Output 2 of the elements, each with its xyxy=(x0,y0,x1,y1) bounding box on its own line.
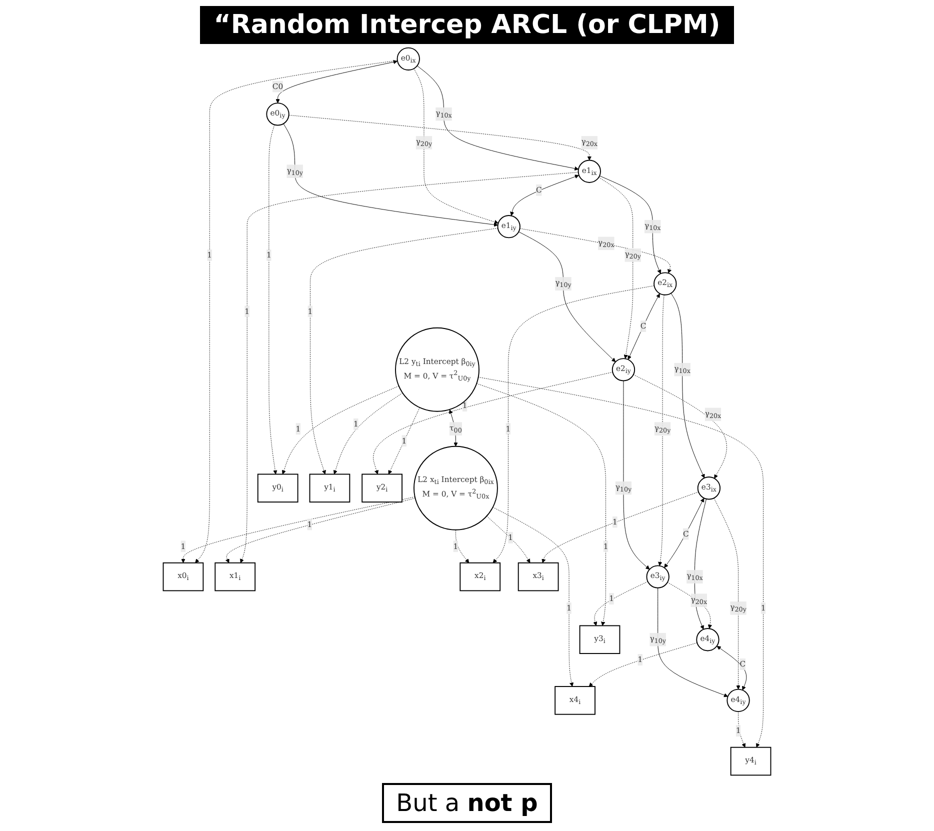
title-banner: “Random Intercep ARCL (or CLPM) xyxy=(200,6,734,44)
note-text: But a not p xyxy=(382,783,552,823)
